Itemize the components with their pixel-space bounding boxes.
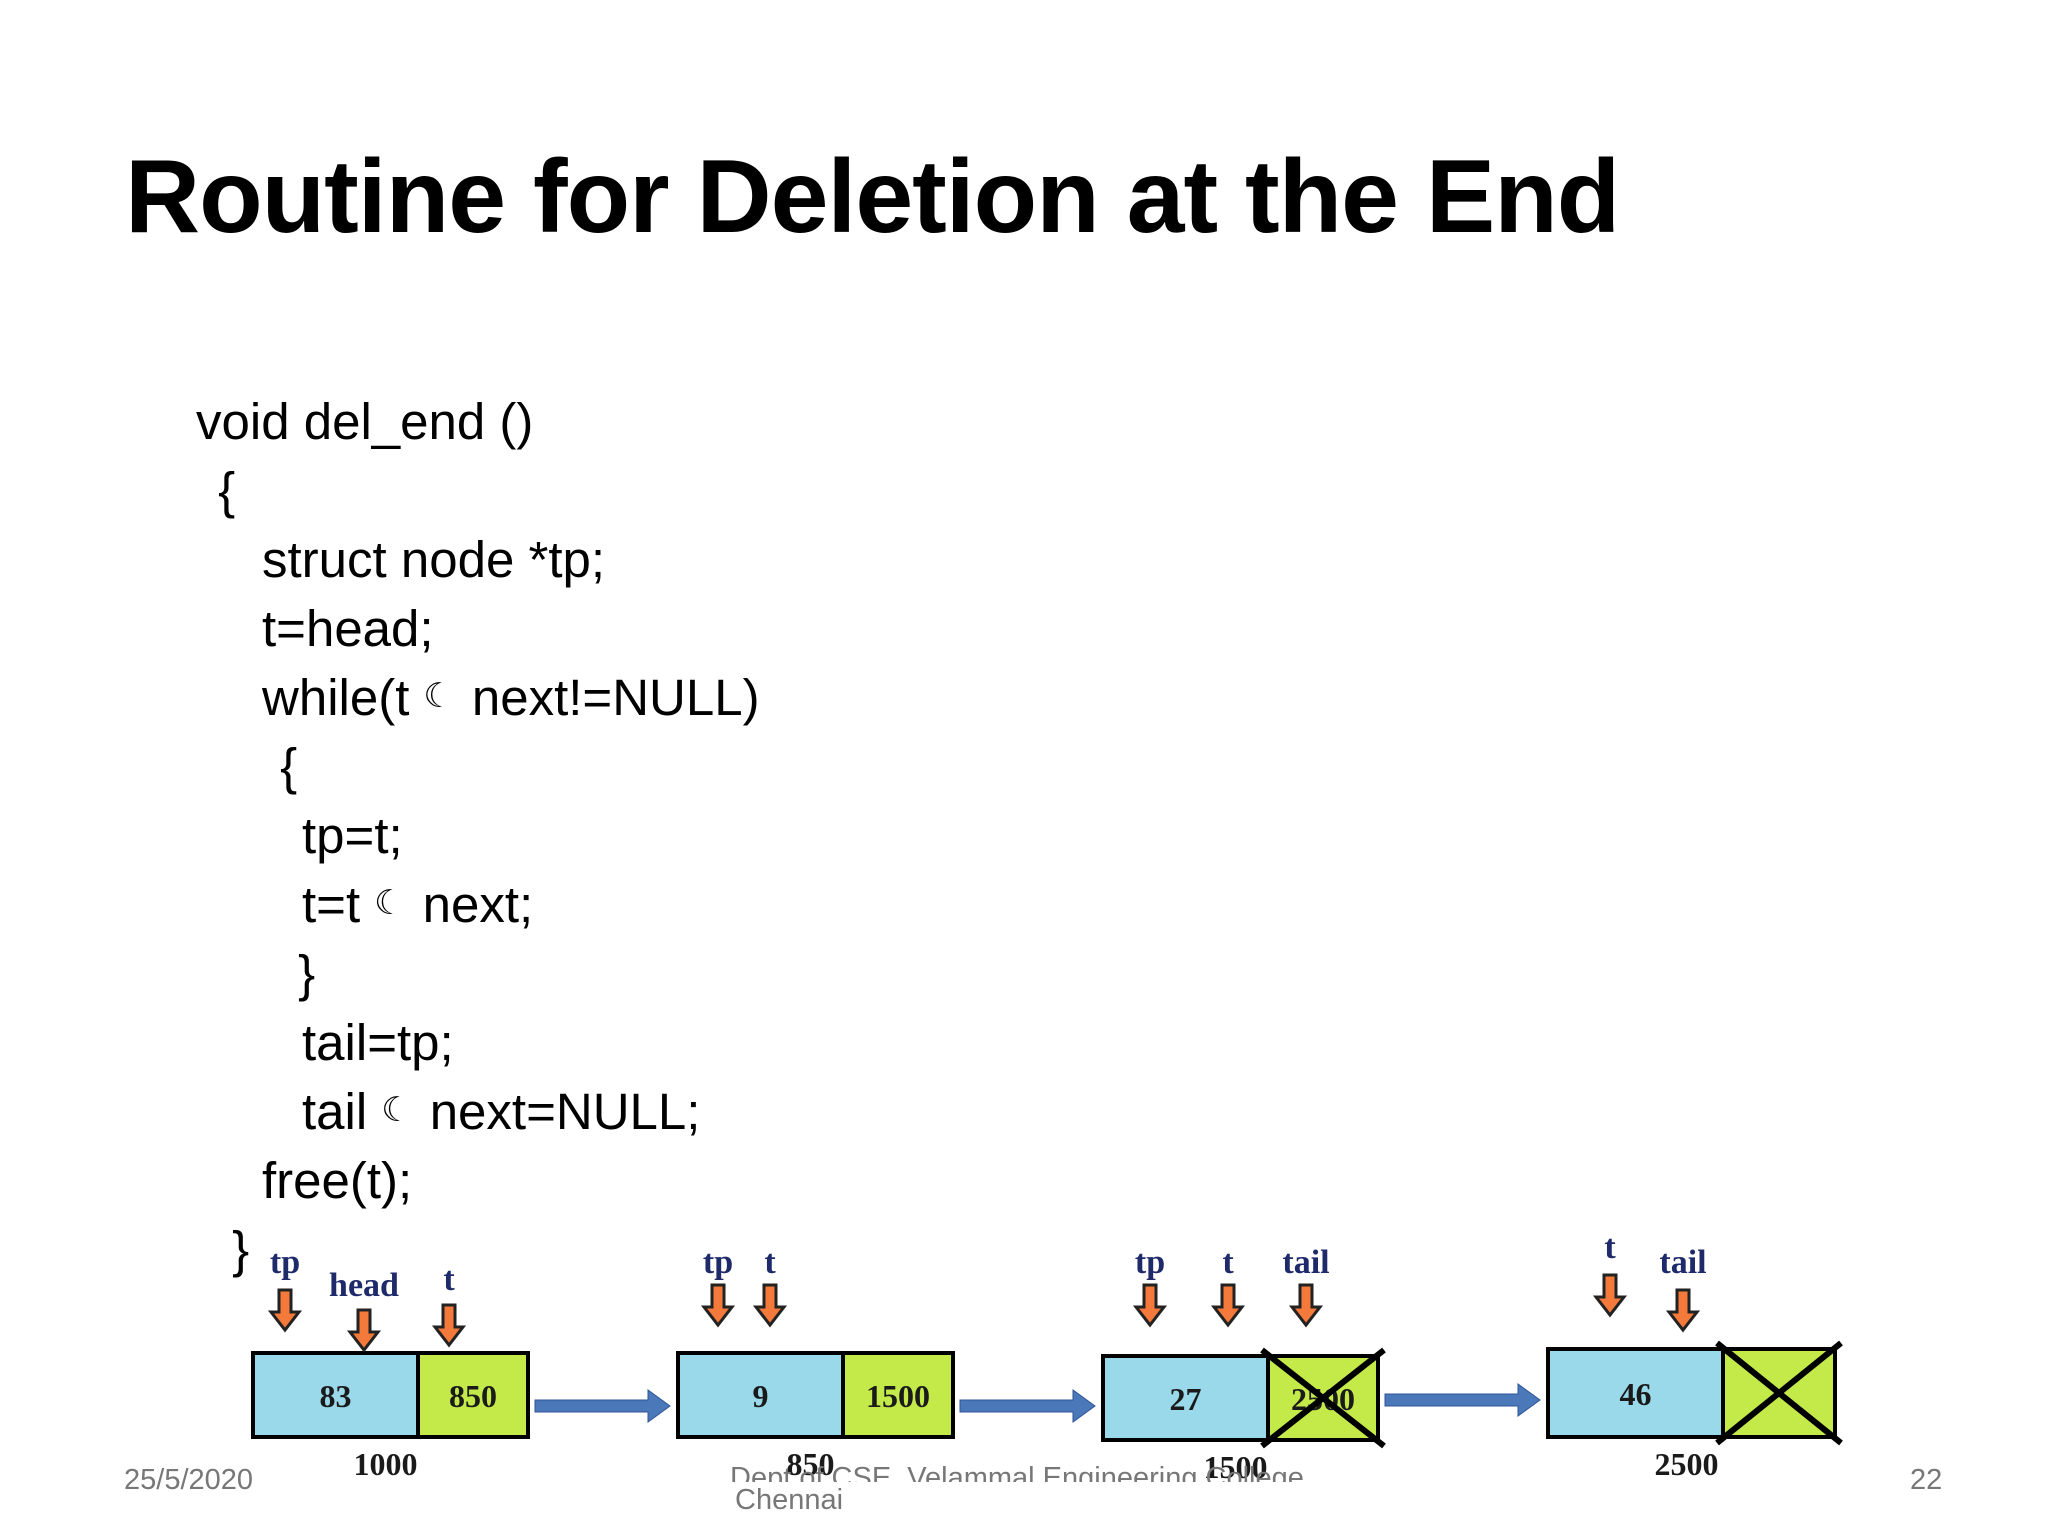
node-data-value: 83 xyxy=(320,1378,352,1414)
link-arrow-icon xyxy=(1384,1383,1541,1417)
down-arrow-icon xyxy=(267,1288,303,1333)
node-data-value: 46 xyxy=(1620,1376,1652,1412)
pointer-label: tp xyxy=(703,1244,733,1281)
pointer-arrow-icon: ☾ xyxy=(423,676,454,715)
node-address: 2500 xyxy=(1655,1446,1719,1482)
footer-department: Dept of CSE, Velammal Engineering Colleg… xyxy=(723,1460,1312,1518)
node-next-field xyxy=(416,1351,530,1439)
code-line: } xyxy=(284,945,316,1002)
pointer-arrow-icon: ☾ xyxy=(381,1090,412,1129)
footer-dept-line1: Dept of CSE, Velammal Engineering Colleg… xyxy=(730,1462,1312,1482)
code-line: tail☾next=NULL; xyxy=(302,1083,701,1140)
pointer-label: t xyxy=(1604,1229,1616,1266)
node-data-value: 27 xyxy=(1170,1381,1202,1417)
down-arrow-icon xyxy=(1210,1283,1246,1328)
pointer-arrow-icon: ☾ xyxy=(374,883,405,922)
down-arrow-icon xyxy=(1132,1283,1168,1328)
down-arrow-icon xyxy=(346,1308,382,1353)
pointer-label: tail xyxy=(1282,1244,1329,1281)
code-line: while(t☾next!=NULL) xyxy=(262,669,760,726)
pointer-label: tp xyxy=(1135,1244,1165,1281)
code-line: } xyxy=(218,1221,250,1278)
code-line: free(t); xyxy=(262,1152,413,1209)
node-next-value: 1500 xyxy=(866,1378,930,1414)
node-address: 850 xyxy=(787,1446,835,1482)
code-line: { xyxy=(204,462,236,519)
code-line: t=head; xyxy=(262,600,434,657)
down-arrow-icon xyxy=(1665,1288,1701,1333)
down-arrow-icon xyxy=(1592,1273,1628,1318)
code-line: tail=tp; xyxy=(302,1014,454,1071)
node-next-field xyxy=(841,1351,955,1439)
pointer-label: head xyxy=(329,1267,399,1304)
slide-title: Routine for Deletion at the End xyxy=(125,139,1620,255)
down-arrow-icon xyxy=(752,1283,788,1328)
pointer-label: t xyxy=(443,1261,455,1298)
pointer-label: t xyxy=(764,1244,776,1281)
down-arrow-icon xyxy=(1288,1283,1324,1328)
node-address: 1500 xyxy=(1204,1449,1268,1485)
cross-mark xyxy=(1715,1340,1843,1446)
cross-mark xyxy=(1260,1347,1386,1449)
code-line: { xyxy=(266,738,298,795)
link-arrow-icon xyxy=(959,1389,1096,1423)
footer-date: 25/5/2020 xyxy=(124,1464,254,1496)
node-address: 1000 xyxy=(354,1446,418,1482)
code-line: struct node *tp; xyxy=(262,531,606,588)
node-data-value: 9 xyxy=(753,1378,769,1414)
node-data-field xyxy=(1546,1347,1725,1439)
down-arrow-icon xyxy=(431,1303,467,1348)
pointer-label: tail xyxy=(1659,1244,1706,1281)
link-arrow-icon xyxy=(534,1389,671,1423)
footer-dept-line2: Chennai xyxy=(735,1484,844,1516)
down-arrow-icon xyxy=(700,1283,736,1328)
node-data-field xyxy=(676,1351,845,1439)
footer-page-number: 22 xyxy=(1910,1464,1943,1496)
pointer-label: tp xyxy=(270,1244,300,1281)
code-line: t=t☾next; xyxy=(302,876,534,933)
node-next-value: 850 xyxy=(449,1378,497,1414)
code-line: void del_end () xyxy=(196,393,534,450)
pointer-label: t xyxy=(1222,1244,1234,1281)
code-line: tp=t; xyxy=(302,807,403,864)
